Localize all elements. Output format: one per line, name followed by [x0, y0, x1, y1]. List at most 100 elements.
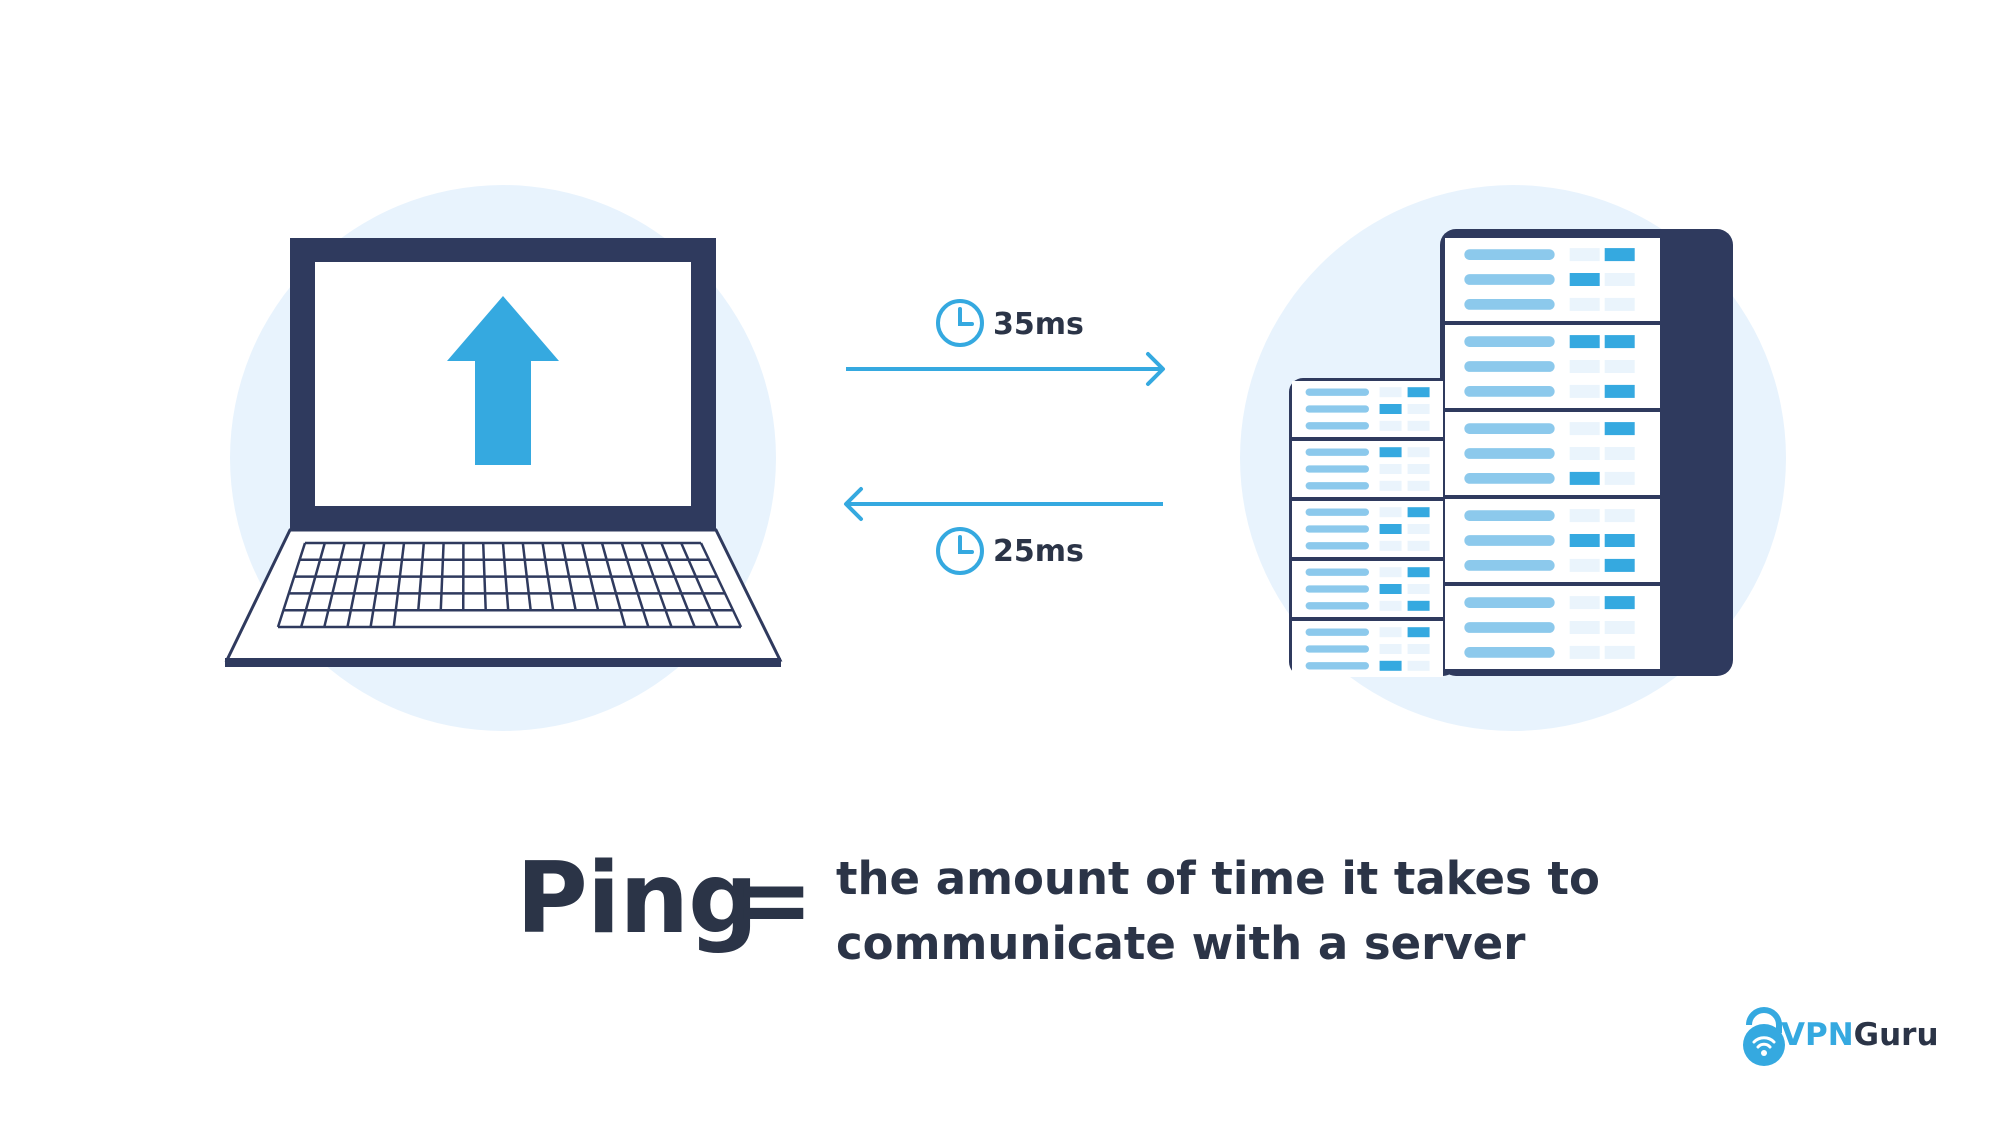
server-bar — [1464, 423, 1555, 434]
server-light-off — [1379, 567, 1402, 578]
keyboard-column-line — [680, 542, 719, 628]
server-light-off — [1604, 447, 1635, 460]
server-light-off — [1569, 558, 1600, 572]
keyboard — [276, 541, 743, 629]
server-light-on — [1604, 558, 1635, 572]
server-bar — [1305, 388, 1370, 396]
server-bar — [1464, 386, 1555, 397]
server-bar — [1464, 336, 1555, 347]
server-bar — [1305, 568, 1370, 576]
server-light-off — [1407, 480, 1430, 491]
server-light-on — [1407, 507, 1430, 518]
upload-arrow-icon — [447, 296, 559, 465]
server-light-on — [1379, 404, 1402, 414]
server-light-off — [1604, 645, 1635, 659]
keyboard-column-line — [369, 542, 386, 628]
server-bar — [1464, 622, 1555, 633]
keyboard-column-line — [660, 542, 696, 628]
server-light-on — [1604, 596, 1635, 610]
server-light-off — [1407, 420, 1430, 431]
server-light-off — [1379, 507, 1402, 518]
server-light-on — [1379, 447, 1402, 458]
keyboard-column-line — [640, 542, 673, 628]
server-bar — [1305, 422, 1370, 430]
server-light-off — [1569, 248, 1600, 262]
laptop-icon — [224, 238, 783, 667]
server-bar — [1305, 645, 1370, 653]
server-light-off — [1569, 422, 1600, 436]
server-light-on — [1569, 534, 1600, 547]
server-light-off — [1604, 471, 1635, 485]
server-light-off — [1379, 387, 1402, 398]
server-light-off — [1379, 644, 1402, 654]
server-light-off — [1379, 464, 1402, 474]
server-bar — [1305, 628, 1370, 636]
server-bar — [1305, 662, 1370, 670]
server-bar — [1305, 602, 1370, 610]
server-bar — [1305, 508, 1370, 516]
server-light-off — [1407, 464, 1430, 474]
server-bar — [1464, 448, 1555, 459]
server-light-off — [1407, 660, 1430, 671]
server-light-off — [1604, 509, 1635, 523]
server-light-on — [1604, 422, 1635, 436]
server-bar — [1464, 560, 1555, 571]
server-light-off — [1569, 384, 1600, 398]
server-bar — [1464, 299, 1555, 310]
receive-arrow — [844, 487, 1163, 521]
server-light-on — [1569, 273, 1600, 286]
keyboard-column-line — [620, 542, 650, 628]
server-light-on — [1407, 387, 1430, 398]
server-bar — [1464, 510, 1555, 521]
server-bar — [1464, 473, 1555, 484]
send-arrow — [846, 352, 1165, 386]
server-light-on — [1379, 584, 1402, 594]
server-light-on — [1569, 471, 1600, 485]
server-light-on — [1604, 384, 1635, 398]
keyboard-column-line — [346, 542, 366, 628]
server-light-off — [1407, 524, 1430, 534]
server-light-off — [1379, 600, 1402, 611]
server-bar — [1464, 535, 1555, 546]
server-light-off — [1569, 447, 1600, 460]
server-light-on — [1604, 335, 1635, 349]
server-light-off — [1604, 273, 1635, 286]
keyboard-column-line — [417, 542, 426, 611]
server-light-on — [1604, 248, 1635, 262]
server-light-off — [1407, 644, 1430, 654]
server-light-on — [1379, 524, 1402, 534]
lock-icon — [1743, 1007, 1785, 1066]
server-light-off — [1379, 540, 1402, 551]
server-light-off — [1569, 596, 1600, 610]
keyboard-column-line — [561, 542, 577, 611]
server-light-off — [1379, 627, 1402, 638]
keyboard-column-line — [600, 542, 627, 628]
server-light-off — [1569, 621, 1600, 634]
server-bar — [1305, 448, 1370, 456]
server-light-off — [1407, 584, 1430, 594]
keyboard-column-line — [541, 542, 555, 611]
keyboard-column-line — [299, 542, 327, 628]
server-bar — [1305, 542, 1370, 550]
laptop-bottom-edge — [225, 658, 781, 667]
server-bar — [1305, 482, 1370, 490]
server-light-off — [1407, 447, 1430, 458]
keyboard-column-line — [580, 542, 600, 611]
server-light-on — [1407, 600, 1430, 611]
keyboard-column-line — [481, 542, 487, 611]
server-rack-icon — [1289, 229, 1733, 677]
keyboard-column-line — [323, 542, 346, 628]
keyboard-column-line — [276, 542, 307, 628]
keyboard-column-line — [699, 542, 743, 628]
server-light-off — [1379, 480, 1402, 491]
server-light-on — [1379, 660, 1402, 671]
keyboard-column-line — [521, 542, 532, 611]
keyboard-column-line — [439, 542, 445, 611]
server-light-off — [1604, 621, 1635, 634]
clock-icon — [936, 299, 984, 347]
clock-icon — [936, 527, 984, 575]
server-bar — [1305, 525, 1370, 533]
server-bar — [1464, 647, 1555, 658]
server-light-on — [1407, 627, 1430, 638]
